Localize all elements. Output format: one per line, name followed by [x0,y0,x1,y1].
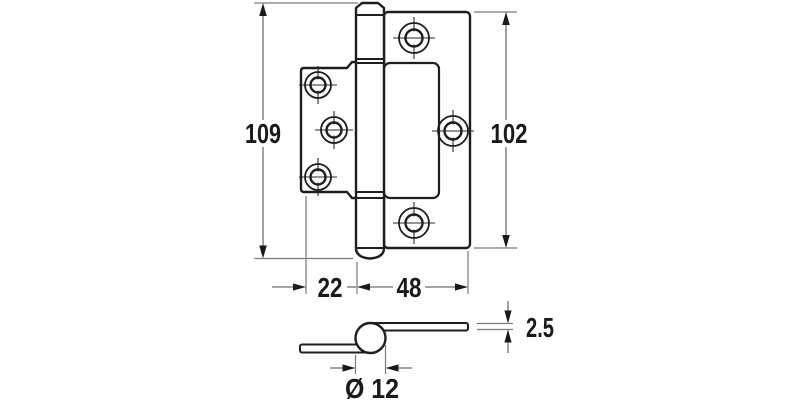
arrowhead-left [385,364,399,372]
knuckle-outline [354,1,386,260]
dimension-small-leaf-width: 22 [272,196,356,303]
dimension-knuckle-diameter: Ø 12 [330,345,412,400]
arrowhead-up [504,329,512,343]
dimension-leaf-height: 102 [474,11,528,249]
arrowhead-right [342,364,356,372]
large-leaf-profile [371,322,469,332]
hinge-side-view [299,321,469,355]
dimension-label-22: 22 [318,272,343,303]
knuckle [354,1,386,260]
arrowhead-right [455,283,468,291]
dimension-label-102: 102 [491,118,528,149]
screw-hole [299,158,337,196]
screw-hole [299,66,337,104]
arrowhead-left [357,283,370,291]
dimension-label-48: 48 [397,272,422,303]
leaf-cutout-outline [382,61,441,200]
hinge-front-view [299,1,474,260]
arrowhead-up [502,12,510,25]
dimension-label-109: 109 [245,118,281,149]
dimension-large-leaf-width: 48 [356,251,469,303]
screw-hole [432,110,474,152]
arrowhead-right [293,283,306,291]
knuckle-profile-circle [354,321,387,355]
arrowhead-up [259,3,267,16]
dimension-leaf-thickness: 2.5 [477,301,554,353]
arrowhead-down [259,245,267,259]
screw-hole [393,202,435,244]
arrowhead-down [502,235,510,248]
screw-hole [315,111,353,149]
dimension-total-height: 109 [245,2,358,260]
dimension-label-2.5: 2.5 [526,312,554,343]
dimension-label-diameter-12: Ø 12 [345,373,399,400]
screw-hole [393,17,435,59]
arrowhead-down [504,310,512,324]
